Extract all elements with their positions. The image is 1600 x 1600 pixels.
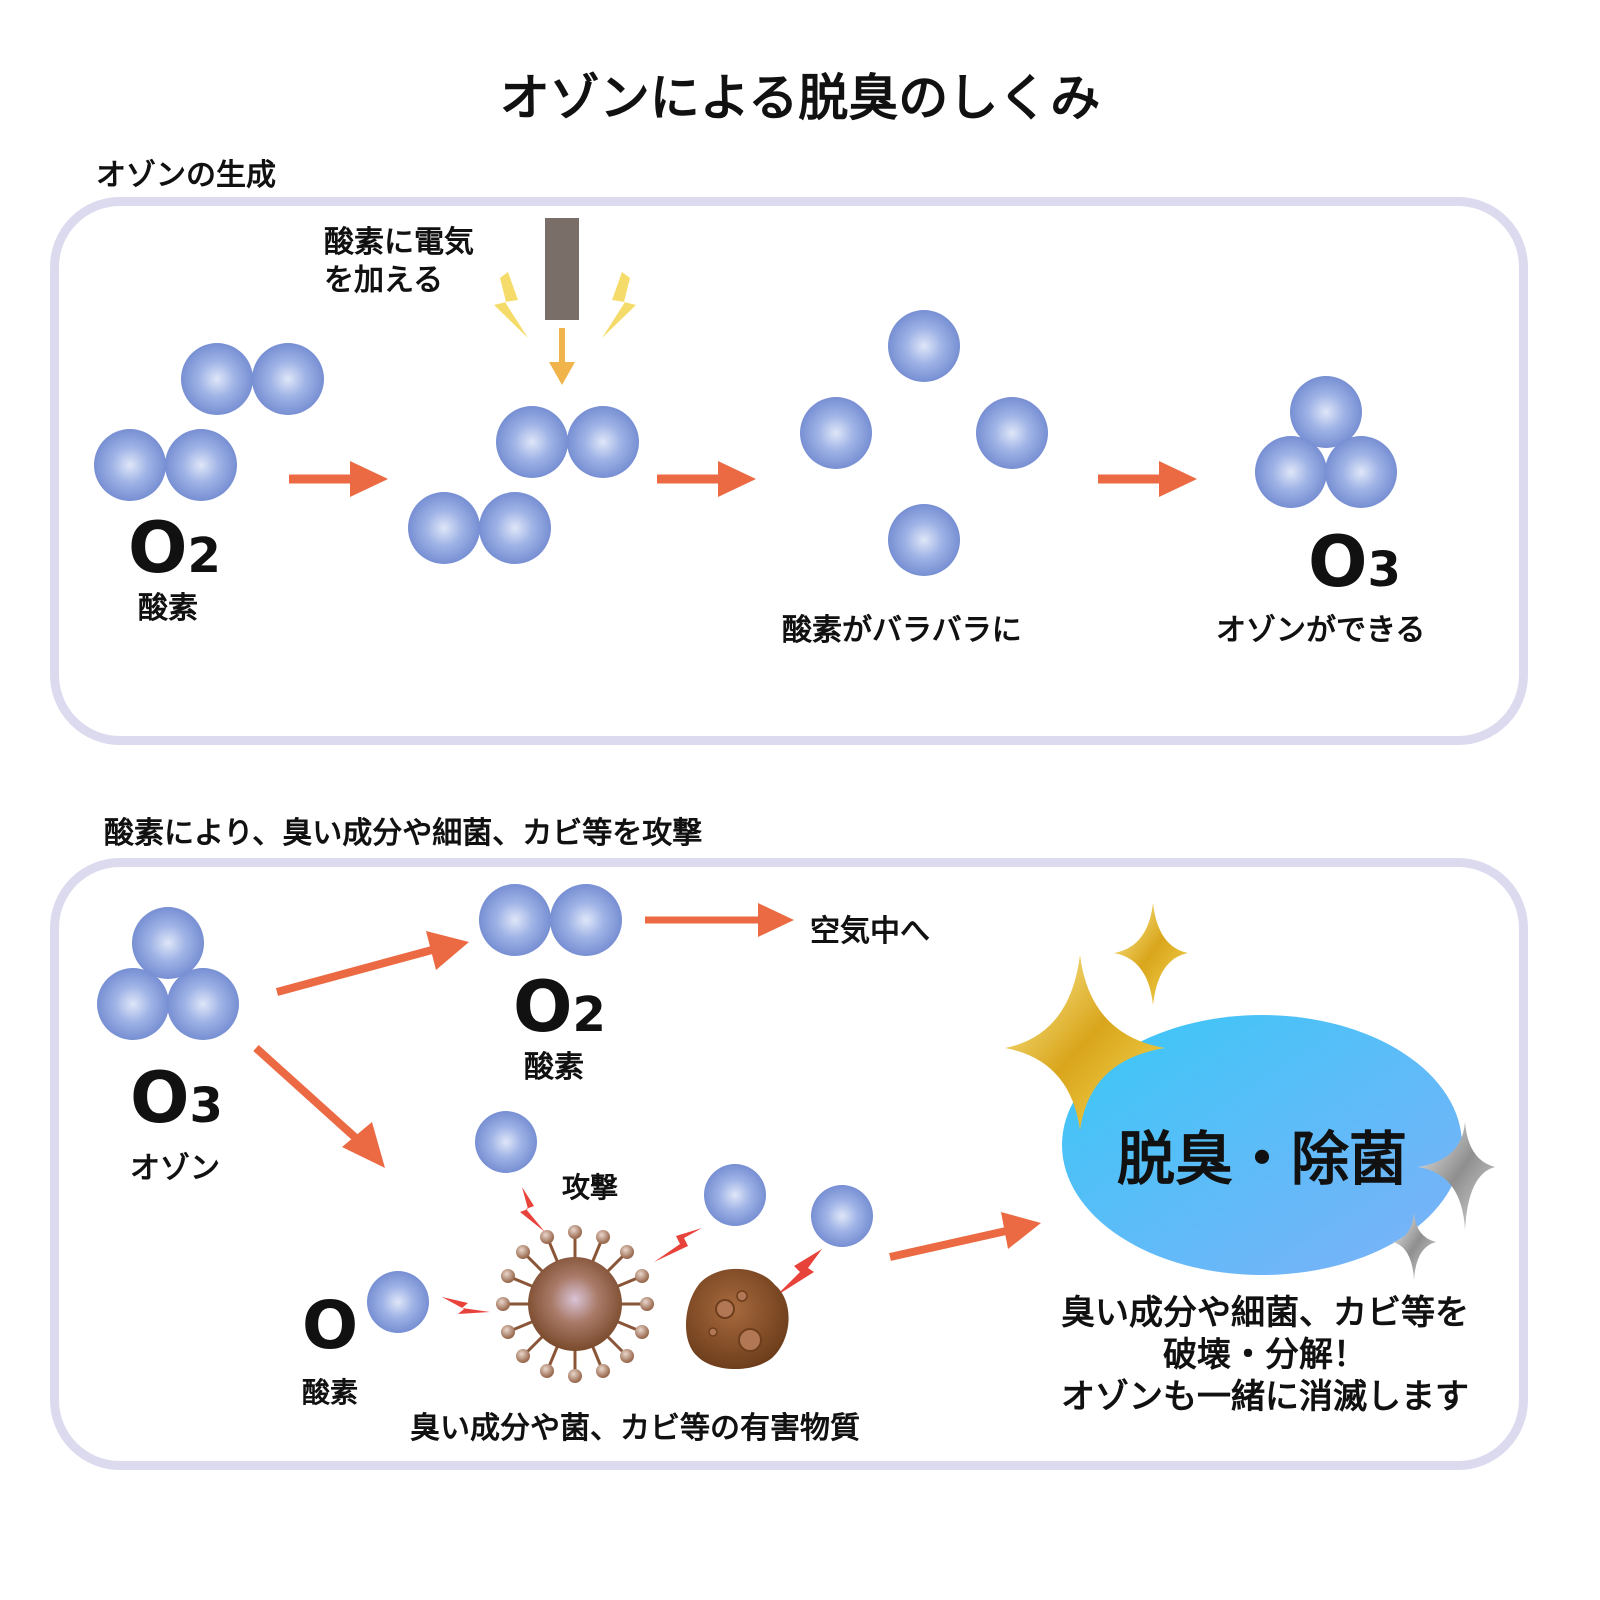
summary-line1: 臭い成分や細菌、カビ等を bbox=[1061, 1293, 1469, 1333]
generation-panel bbox=[50, 197, 1528, 745]
attack-heading: 酸素により、臭い成分や細菌、カビ等を攻撃 bbox=[104, 816, 703, 851]
arrow-to-air bbox=[645, 903, 794, 937]
result-label: 脱臭・除菌 bbox=[1116, 1125, 1407, 1193]
o2-symbol: O bbox=[128, 507, 188, 589]
harmful-substances-label: 臭い成分や菌、カビ等の有害物質 bbox=[410, 1411, 860, 1446]
o3-attack-subscript: 3 bbox=[189, 1078, 223, 1134]
oxygen-atom-top bbox=[475, 1111, 537, 1173]
o2-subscript: 2 bbox=[187, 528, 221, 584]
summary-line2: 破壊・分解！ bbox=[1163, 1335, 1367, 1375]
o2-molecules-energized bbox=[408, 406, 639, 564]
sparkle-silver-small-icon bbox=[1393, 1213, 1436, 1280]
attack-bolt-left-icon bbox=[442, 1297, 490, 1314]
o3-symbol: O bbox=[1308, 521, 1368, 603]
o2-released-formula: O2 bbox=[513, 972, 606, 1042]
electricity-label-line2: を加える bbox=[324, 263, 444, 298]
o3-formula: O3 bbox=[1308, 527, 1401, 597]
summary-line3: オゾンも一緒に消滅します bbox=[1061, 1377, 1469, 1417]
result-blob bbox=[1062, 1015, 1462, 1275]
o2-released-label: 酸素 bbox=[524, 1050, 584, 1085]
attack-bolt-top-icon bbox=[520, 1187, 545, 1232]
electrode bbox=[545, 218, 579, 385]
arrow-to-o2 bbox=[275, 931, 469, 996]
sparkle-large-icon bbox=[1005, 955, 1165, 1130]
arrow-2 bbox=[657, 461, 756, 497]
arrow-to-result bbox=[889, 1212, 1041, 1261]
oxygen-atom-left bbox=[367, 1271, 429, 1333]
o2-released-symbol: O bbox=[513, 966, 573, 1048]
o3-molecule-attack bbox=[97, 907, 239, 1040]
arrow-3 bbox=[1098, 461, 1197, 497]
scatter-label: 酸素がバラバラに bbox=[782, 613, 1022, 648]
attack-bolt-mid-icon bbox=[654, 1228, 702, 1262]
scattered-oxygen-atoms bbox=[800, 310, 1048, 576]
o2-label: 酸素 bbox=[138, 591, 198, 626]
o3-attack-label: オゾン bbox=[130, 1151, 220, 1186]
attack-panel bbox=[50, 858, 1528, 1470]
lightning-right-icon bbox=[602, 272, 636, 338]
o3-subscript: 3 bbox=[1367, 542, 1401, 598]
o3-attack-symbol: O bbox=[130, 1057, 190, 1139]
sparkle-small-gold-icon bbox=[1114, 903, 1188, 1005]
o2-released-subscript: 2 bbox=[572, 987, 606, 1043]
mold-icon bbox=[685, 1268, 789, 1370]
oxygen-atom-mid bbox=[704, 1164, 766, 1226]
o2-molecule-released bbox=[479, 884, 622, 956]
electricity-label: 酸素に電気 を加える bbox=[324, 224, 474, 300]
arrow-to-o-atom bbox=[253, 1045, 385, 1168]
generation-heading: オゾンの生成 bbox=[96, 158, 276, 193]
summary-text: 臭い成分や細菌、カビ等を 破壊・分解！ オゾンも一緒に消滅します bbox=[1010, 1292, 1520, 1418]
germ-icon bbox=[496, 1225, 654, 1383]
electricity-label-line1: 酸素に電気 bbox=[324, 225, 474, 260]
sparkle-silver-large-icon bbox=[1418, 1122, 1495, 1230]
page-title: オゾンによる脱臭のしくみ bbox=[499, 69, 1101, 127]
o-atom-symbol: O bbox=[302, 1287, 359, 1364]
attack-bolt-right-icon bbox=[776, 1249, 822, 1296]
oxygen-atom-right bbox=[811, 1185, 873, 1247]
attack-label: 攻撃 bbox=[562, 1171, 619, 1204]
o2-molecule-pair-top bbox=[181, 343, 324, 415]
to-air-label: 空気中へ bbox=[810, 914, 930, 949]
arrow-1 bbox=[289, 461, 388, 497]
o3-molecule-generated bbox=[1255, 376, 1397, 508]
o3-generated-label: オゾンができる bbox=[1216, 613, 1426, 648]
lightning-left-icon bbox=[494, 272, 528, 338]
o3-attack-formula: O3 bbox=[130, 1063, 223, 1133]
o2-formula: O2 bbox=[128, 513, 221, 583]
o-atom-label: 酸素 bbox=[302, 1376, 359, 1409]
o2-molecule-pair-bottom bbox=[94, 429, 237, 501]
